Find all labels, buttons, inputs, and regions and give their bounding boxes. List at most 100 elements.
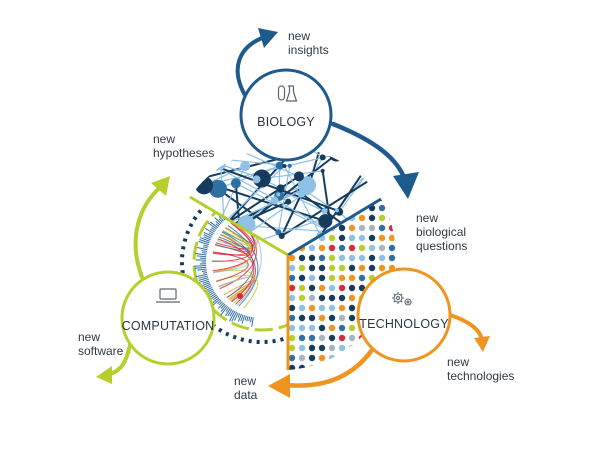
grid-dot [308, 334, 316, 342]
grid-dot [348, 274, 356, 282]
grid-dot [348, 224, 356, 232]
grid-dot [288, 264, 296, 272]
grid-dot [399, 225, 405, 231]
circos-histogram-bar [196, 255, 207, 258]
grid-dot [298, 294, 306, 302]
grid-dot [388, 214, 396, 222]
circos-histogram-bar [201, 249, 208, 252]
grid-dot [328, 264, 336, 272]
network-node [270, 196, 279, 205]
grid-dot [368, 244, 376, 252]
circos-histogram-bar [203, 231, 213, 238]
grid-dot [288, 344, 296, 352]
grid-dot [368, 364, 376, 370]
grid-dot [328, 294, 336, 302]
grid-dot [378, 224, 386, 232]
grid-dot [348, 284, 356, 292]
circos-chord [211, 222, 253, 262]
grid-dot [318, 314, 326, 322]
grid-dot [338, 224, 346, 232]
grid-dot [328, 324, 336, 332]
circos-histogram-bar [227, 309, 233, 317]
network-node [276, 184, 285, 193]
network-node [293, 171, 304, 182]
network-edge [364, 168, 377, 177]
circos-histogram-bar [240, 314, 244, 322]
circos-histogram-bar [237, 313, 242, 322]
circos-histogram-bar [218, 216, 225, 222]
circos-histogram-bar [220, 305, 229, 316]
grid-dot [338, 364, 346, 370]
circos-chord [227, 225, 259, 307]
network-node [240, 161, 251, 172]
grid-dot [308, 274, 316, 282]
circos-histogram-bar [200, 237, 211, 242]
grid-dot [348, 234, 356, 242]
network-node [223, 147, 234, 151]
grid-dot [368, 214, 376, 222]
circos-chord [220, 234, 256, 305]
grid-dot [388, 204, 396, 212]
biology-node: BIOLOGY [239, 68, 333, 162]
grid-dot [399, 215, 405, 221]
grid-dot [318, 254, 326, 262]
grid-dot [338, 354, 346, 362]
grid-dot [318, 344, 326, 352]
grid-dot [338, 264, 346, 272]
circos-histogram-bar [233, 312, 239, 321]
grid-dot [288, 354, 296, 362]
circos-histogram-bar [237, 313, 241, 318]
grid-dot [328, 334, 336, 342]
grid-dot [348, 354, 356, 362]
circos-histogram-bar [201, 251, 207, 254]
circos-histogram-bar [244, 315, 247, 321]
grid-dot [288, 324, 296, 332]
circos-histogram-bar [202, 272, 208, 274]
grid-dot [308, 284, 316, 292]
grid-dot [328, 344, 336, 352]
network-edge [218, 187, 307, 228]
grid-dot [318, 364, 326, 370]
grid-dot [378, 214, 386, 222]
grid-dot [298, 364, 306, 370]
grid-dot [358, 274, 366, 282]
network-edge [277, 165, 291, 233]
grid-dot [288, 334, 296, 342]
circos-histogram-bar [217, 299, 222, 305]
circos-histogram-bar [205, 228, 215, 234]
grid-dot [328, 304, 336, 312]
circos-outer-ring [192, 197, 288, 332]
network-node [372, 171, 381, 180]
circos-histogram-bar [209, 228, 215, 233]
gears-icon [392, 292, 412, 306]
arrow-new-hypotheses [133, 183, 165, 279]
circos-histogram-bar [231, 311, 238, 322]
arrowhead-new-technologies [474, 336, 490, 352]
label-new-software: new software [78, 330, 124, 358]
circos-histogram-bar [198, 240, 209, 246]
arrow-new-data [282, 347, 375, 388]
arrow-new-biological-questions [330, 121, 408, 183]
grid-dot [308, 324, 316, 332]
grid-dot [318, 284, 326, 292]
grid-dot [328, 244, 336, 252]
grid-dot [348, 204, 356, 212]
grid-dot [288, 274, 296, 282]
grid-dot [378, 364, 386, 370]
grid-dot [328, 354, 336, 362]
network-edge [281, 174, 378, 237]
grid-dot [318, 334, 326, 342]
grid-dot [338, 294, 346, 302]
grid-dot [358, 234, 366, 242]
grid-dot [298, 304, 306, 312]
grid-dot [348, 294, 356, 302]
circos-track-ring [180, 197, 288, 344]
grid-dot [348, 264, 356, 272]
grid-dot [388, 244, 396, 252]
circos-histogram-bar [207, 222, 217, 230]
network-node [212, 162, 221, 171]
grid-dot [298, 274, 306, 282]
divider-computation-biology [189, 195, 289, 257]
grid-dot [338, 334, 346, 342]
grid-dot [318, 294, 326, 302]
